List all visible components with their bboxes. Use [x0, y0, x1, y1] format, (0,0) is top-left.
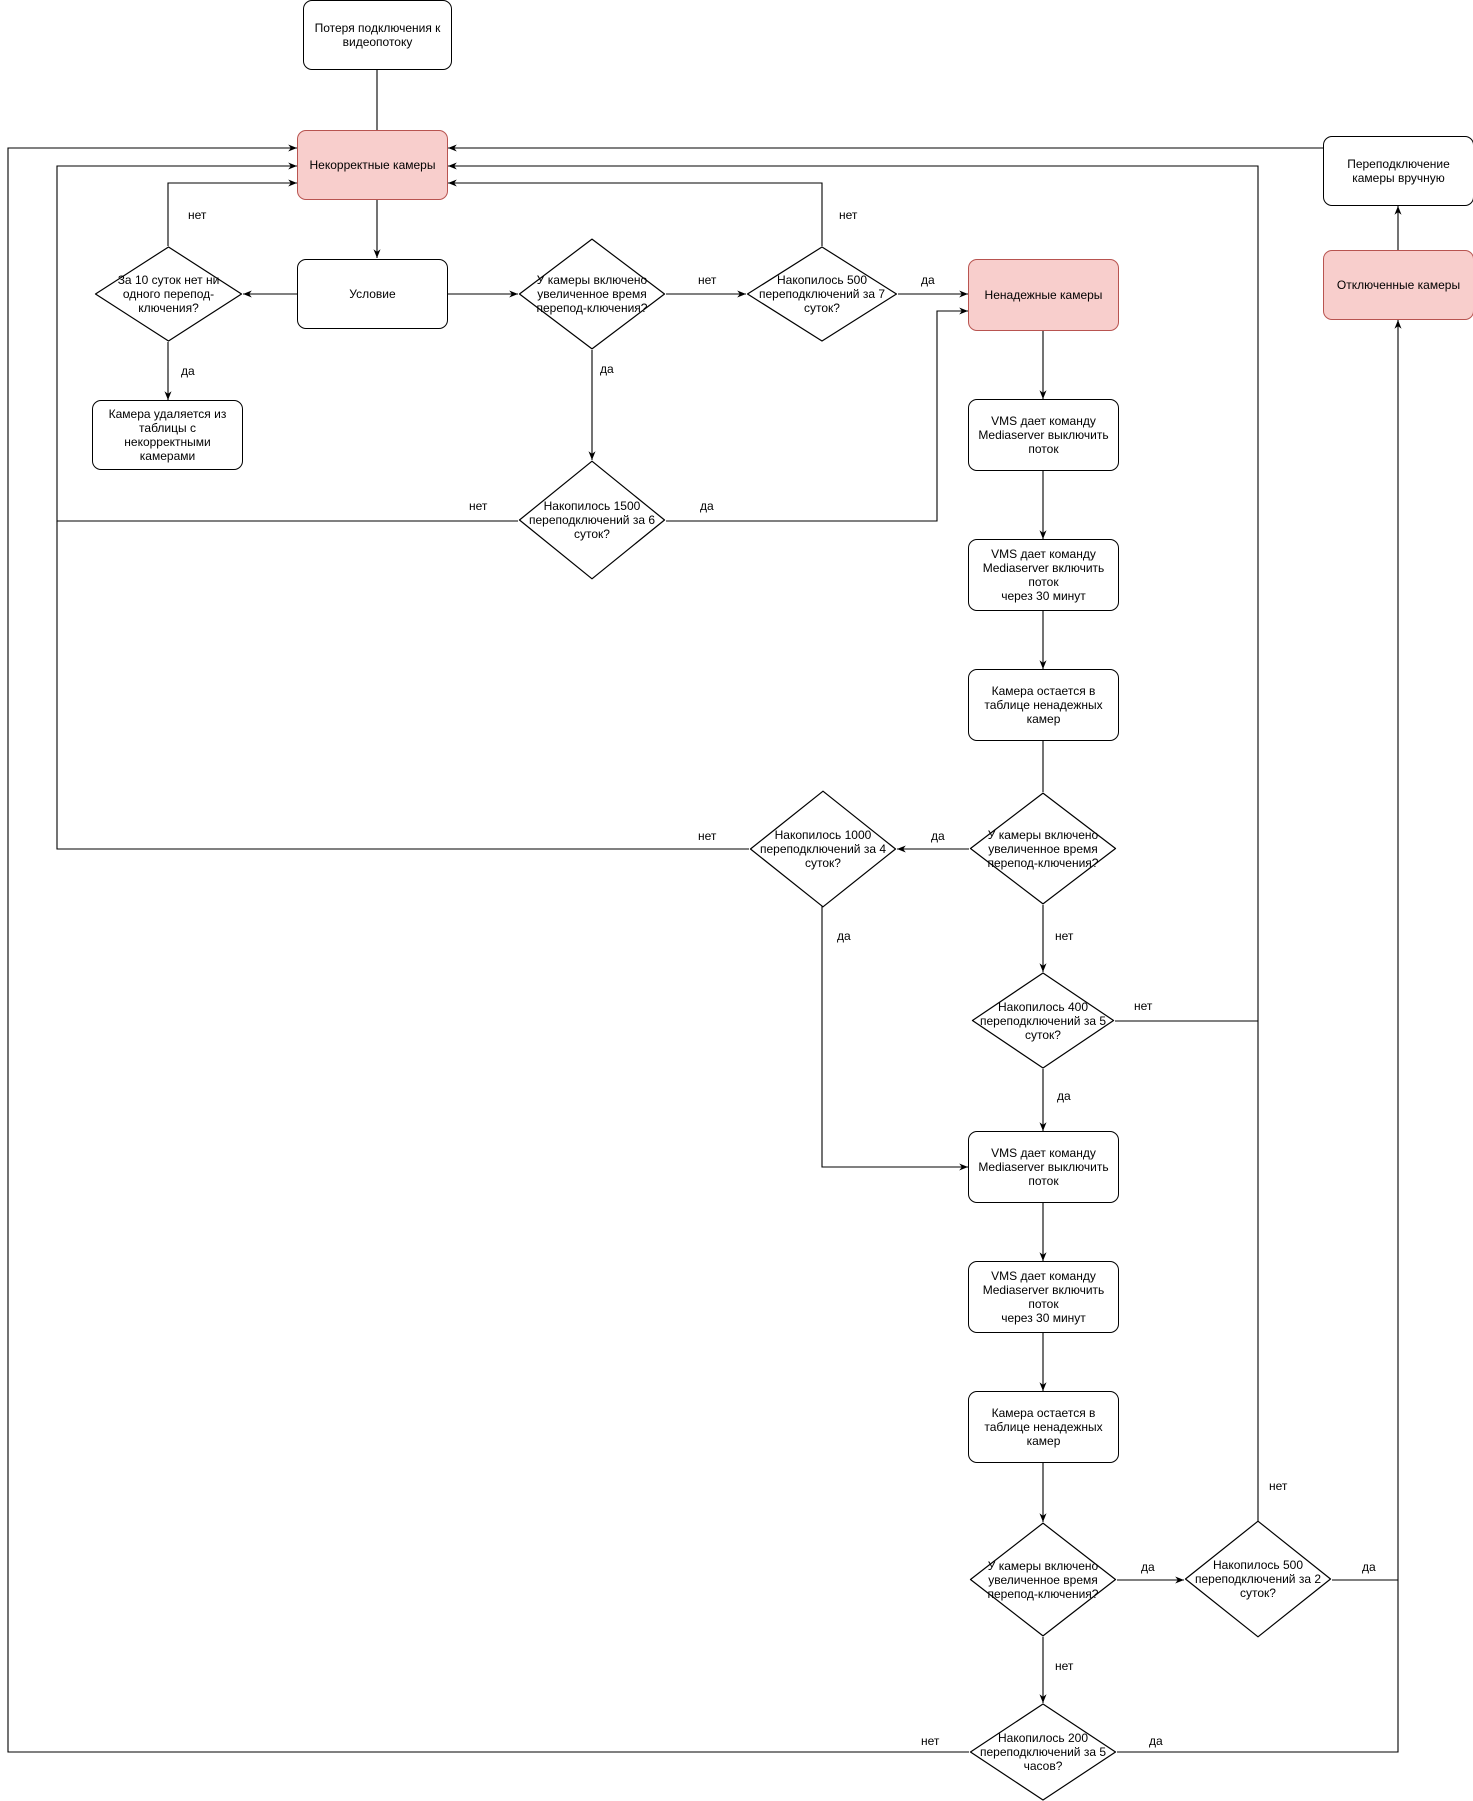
node-start-label: Потеря подключения к видеопотоку [314, 21, 441, 49]
edge-label-d500_7-yes: да [920, 273, 936, 287]
decision-500-2-days: Накопилось 500 переподключений за 2 суто… [1184, 1520, 1332, 1638]
node-start: Потеря подключения к видеопотоку [303, 0, 452, 70]
node-removed: Камера удаляется из таблицы с некорректн… [92, 400, 243, 470]
edge-d1000-no [56, 521, 749, 850]
edge-label-long1-yes: да [599, 362, 615, 376]
edge-label-d400-yes: да [1056, 1089, 1072, 1103]
node-vms-on-1: VMS дает команду Mediaserver включить по… [968, 539, 1119, 611]
edge-label-d1000-no: нет [697, 829, 718, 843]
node-vms-on-2: VMS дает команду Mediaserver включить по… [968, 1261, 1119, 1333]
edge-d500_2-no [448, 162, 1259, 1522]
edge-d1500-yes [666, 307, 968, 522]
edge-label-d500_2-no: нет [1268, 1479, 1289, 1493]
decision-200-5-hours: Накопилось 200 переподключений за 5 часо… [969, 1703, 1117, 1801]
edge-label-d10-no: нет [187, 208, 208, 222]
node-incorrect-cameras: Некорректные камеры [297, 130, 448, 200]
decision-1000-4-days-label: Накопилось 1000 переподключений за 4 сут… [759, 828, 887, 870]
node-vms-on-1-label: VMS дает команду Mediaserver включить по… [982, 547, 1105, 603]
decision-200-5-hours-label: Накопилось 200 переподключений за 5 часо… [979, 1731, 1107, 1773]
decision-long-reconnect-2-label: У камеры включено увеличенное время пере… [987, 827, 1099, 870]
decision-long-reconnect-3: У камеры включено увеличенное время пере… [969, 1522, 1117, 1637]
node-condition-label: Условие [349, 287, 396, 301]
decision-long-reconnect-3-label: У камеры включено увеличенное время пере… [987, 1558, 1099, 1601]
edge-label-d200-yes: да [1148, 1734, 1164, 1748]
node-removed-label: Камера удаляется из таблицы с некорректн… [108, 407, 227, 463]
decision-500-7-days: Накопилось 500 переподключений за 7 суто… [746, 246, 898, 342]
edge-label-d400-no: нет [1133, 999, 1154, 1013]
edge-label-long2-no: нет [1054, 929, 1075, 943]
node-condition: Условие [297, 259, 448, 329]
node-disabled-cameras-label: Отключенные камеры [1336, 278, 1461, 292]
decision-500-7-days-label: Накопилось 500 переподключений за 7 суто… [758, 273, 886, 315]
decision-1500-6-days: Накопилось 1500 переподключений за 6 сут… [518, 460, 666, 580]
edge-d500_7-no [448, 179, 823, 246]
node-disabled-cameras: Отключенные камеры [1323, 250, 1473, 320]
node-stays-1: Камера остается в таблице ненадежных кам… [968, 669, 1119, 741]
node-vms-off-1-label: VMS дает команду Mediaserver выключить п… [978, 414, 1109, 456]
node-stays-2-label: Камера остается в таблице ненадежных кам… [984, 1406, 1103, 1448]
node-unreliable-cameras-label: Ненадежные камеры [984, 288, 1103, 302]
decision-400-5-days-label: Накопилось 400 переподключений за 5 суто… [979, 999, 1107, 1042]
edge-label-long2-yes: да [930, 829, 946, 843]
edge-label-d10-yes: да [180, 364, 196, 378]
edge-d10-no [167, 179, 297, 246]
decision-long-reconnect-1: У камеры включено увеличенное время пере… [518, 238, 666, 350]
node-manual-reconnect-label: Переподключение камеры вручную [1347, 157, 1450, 185]
edge-label-d1500-no: нет [468, 499, 489, 513]
node-vms-off-2: VMS дает команду Mediaserver выключить п… [968, 1131, 1119, 1203]
node-stays-1-label: Камера остается в таблице ненадежных кам… [984, 684, 1103, 726]
node-manual-reconnect: Переподключение камеры вручную [1323, 136, 1473, 206]
edge-d1500-no [56, 162, 518, 522]
node-incorrect-cameras-label: Некорректные камеры [309, 158, 436, 172]
edge-label-d1000-yes: да [836, 929, 852, 943]
edge-label-d500_7-no: нет [838, 208, 859, 222]
edge-d1000-yes [821, 905, 968, 1171]
edge-label-long3-yes: да [1140, 1560, 1156, 1574]
decision-1000-4-days: Накопилось 1000 переподключений за 4 сут… [749, 790, 897, 908]
decision-500-2-days-label: Накопилось 500 переподключений за 2 суто… [1194, 1558, 1322, 1600]
decision-long-reconnect-2: У камеры включено увеличенное время пере… [969, 792, 1117, 905]
node-unreliable-cameras: Ненадежные камеры [968, 259, 1119, 331]
edge-label-d500_2-yes: да [1361, 1560, 1377, 1574]
decision-10-days: За 10 суток нет ни одного перепод-ключен… [94, 246, 243, 342]
node-vms-on-2-label: VMS дает команду Mediaserver включить по… [982, 1269, 1105, 1325]
edge-label-long1-no: нет [697, 273, 718, 287]
node-vms-off-2-label: VMS дает команду Mediaserver выключить п… [978, 1146, 1109, 1188]
decision-1500-6-days-label: Накопилось 1500 переподключений за 6 сут… [528, 499, 656, 541]
node-stays-2: Камера остается в таблице ненадежных кам… [968, 1391, 1119, 1463]
decision-10-days-label: За 10 суток нет ни одного перепод-ключен… [117, 273, 220, 315]
edge-d200-no [7, 144, 969, 1753]
decision-long-reconnect-1-label: У камеры включено увеличенное время пере… [536, 273, 648, 315]
node-vms-off-1: VMS дает команду Mediaserver выключить п… [968, 399, 1119, 471]
edge-d200-yes [1117, 320, 1402, 1753]
edge-label-d200-no: нет [920, 1734, 941, 1748]
edge-label-long3-no: нет [1054, 1659, 1075, 1673]
edge-label-d1500-yes: да [699, 499, 715, 513]
decision-400-5-days: Накопилось 400 переподключений за 5 суто… [971, 972, 1115, 1069]
